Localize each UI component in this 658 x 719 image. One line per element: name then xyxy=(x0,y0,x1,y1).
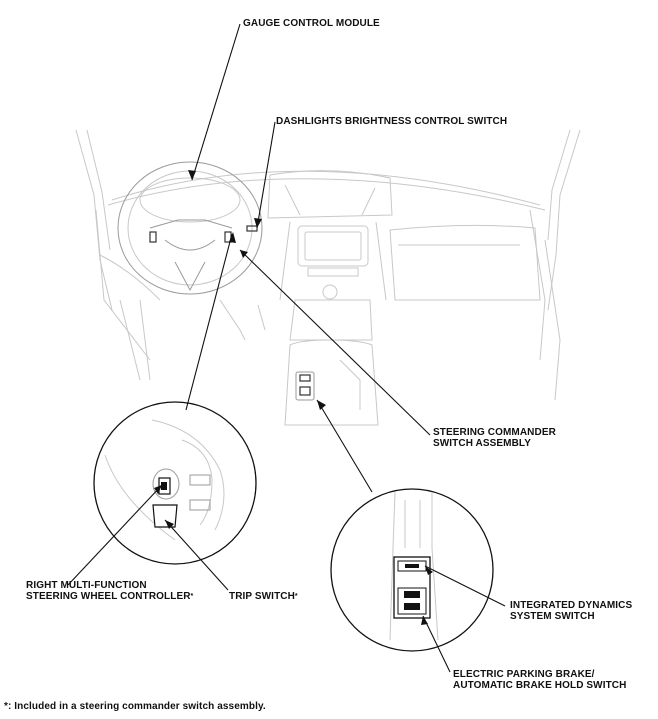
label-epb-line2: AUTOMATIC BRAKE HOLD SWITCH xyxy=(453,680,627,691)
asterisk-marker: * xyxy=(190,593,194,600)
arrowheads xyxy=(154,170,433,625)
label-ids-line2: SYSTEM SWITCH xyxy=(510,611,595,622)
label-epb-line1: ELECTRIC PARKING BRAKE/ xyxy=(453,669,595,680)
center-stack xyxy=(267,170,541,341)
label-steering-commander-line1: STEERING COMMANDER xyxy=(433,427,556,438)
asterisk-marker: * xyxy=(294,593,298,600)
leader-lines xyxy=(67,23,506,673)
label-gauge-control-module: GAUGE CONTROL MODULE xyxy=(243,18,380,29)
label-ids-line1: INTEGRATED DYNAMICS xyxy=(510,600,633,611)
cabin-outline xyxy=(75,129,581,401)
label-steering-commander-line2: SWITCH ASSEMBLY xyxy=(433,438,531,449)
footnote: *: Included in a steering commander swit… xyxy=(4,701,266,712)
label-trip-switch: TRIP SWITCH* xyxy=(229,591,298,602)
steering-zoom-circle xyxy=(93,401,257,565)
label-right-multifunction-line2: STEERING WHEEL CONTROLLER* xyxy=(26,591,194,602)
label-dashlights-brightness-switch: DASHLIGHTS BRIGHTNESS CONTROL SWITCH xyxy=(276,116,508,127)
label-right-multifunction-line1: RIGHT MULTI-FUNCTION xyxy=(26,580,147,591)
center-console xyxy=(284,339,379,426)
console-zoom-circle xyxy=(330,488,494,652)
